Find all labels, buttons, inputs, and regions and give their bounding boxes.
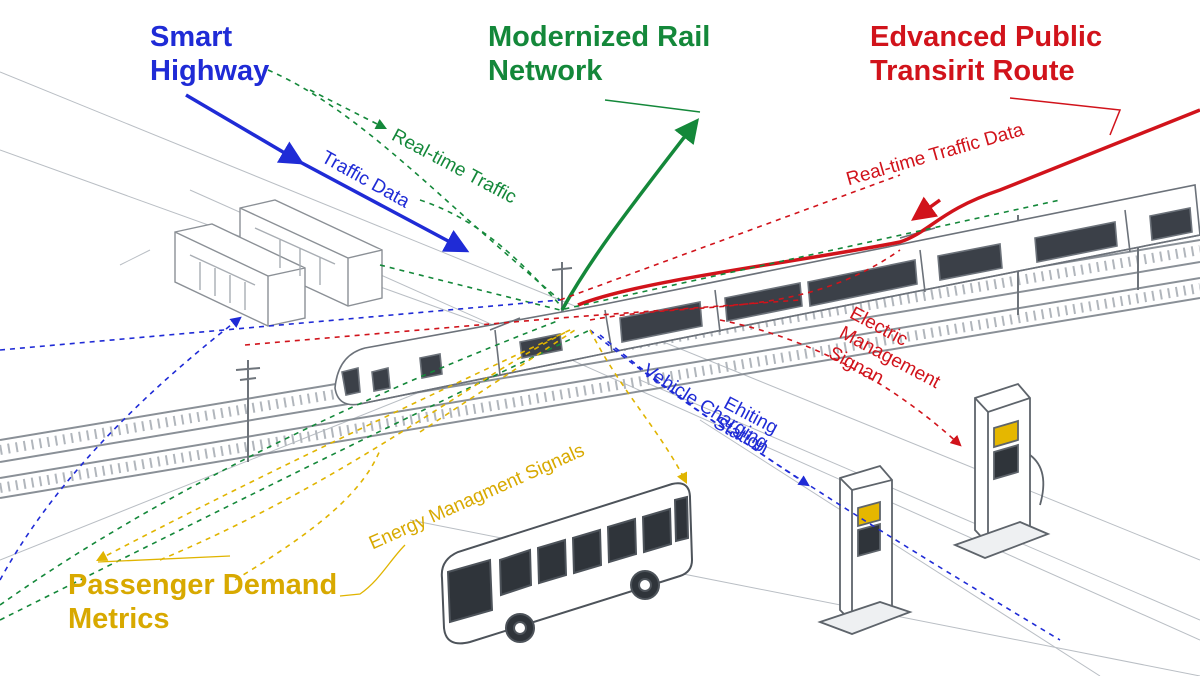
passenger-demand-line-2: Metrics	[68, 603, 170, 636]
charging-station-icon	[817, 382, 1051, 635]
rail-network-label: Modernized Rail Network	[488, 20, 710, 88]
main-flow-arrows	[185, 93, 1200, 311]
public-transit-label: Edvanced Public Transirit Route	[870, 20, 1102, 88]
dashed-data-links	[0, 69, 1061, 641]
label-leaders	[97, 544, 406, 597]
public-transit-line-2: Transirit Route	[870, 55, 1075, 88]
public-transit-line-1: Edvanced Public	[870, 21, 1103, 53]
train-icon	[334, 184, 1200, 406]
public-transit-arrow	[577, 108, 1200, 307]
passenger-demand-label: Passenger Demand Metrics	[68, 568, 337, 636]
rail-network-line-2: Network	[488, 55, 603, 88]
smart-highway-label: Smart Highway	[150, 20, 269, 88]
rail-network-line-1: Modernized Rail	[488, 21, 711, 53]
passenger-demand-line-1: Passenger Demand	[68, 569, 338, 601]
smart-highway-arrow	[185, 93, 305, 165]
traffic-data-arrow-blue	[299, 160, 470, 253]
bus-icon	[440, 482, 694, 645]
depot-building-icon	[174, 199, 383, 327]
smart-highway-line-2: Highway	[150, 55, 270, 88]
rail-network-arrow	[560, 118, 700, 311]
smart-highway-line-1: Smart	[150, 21, 233, 53]
